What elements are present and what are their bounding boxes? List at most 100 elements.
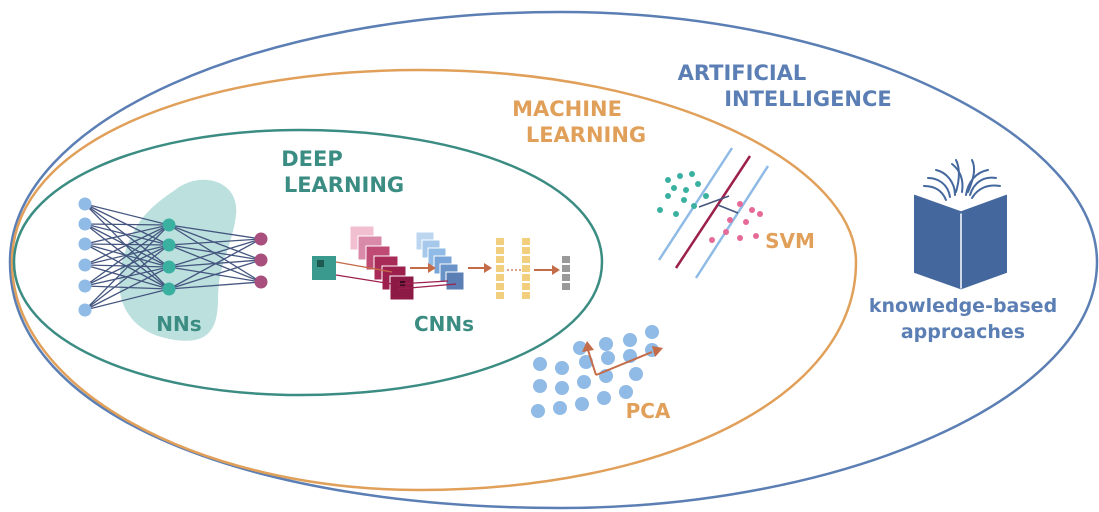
- nn-output-node: [254, 253, 268, 267]
- dl-label-line2: LEARNING: [284, 173, 404, 197]
- svm-class-b-point: [743, 219, 749, 225]
- nn-edge: [168, 259, 262, 290]
- svm-class-a-point: [695, 181, 701, 187]
- nn-edge: [84, 244, 170, 311]
- cnn-feature-unit: [496, 238, 504, 245]
- cnn-output-unit: [562, 265, 570, 272]
- cnn-connection-line: [335, 261, 393, 273]
- cnn-feature-unit: [522, 283, 530, 290]
- svm-support-link: [698, 195, 730, 208]
- svm-class-a-point: [681, 197, 687, 203]
- cnn-arrow: [410, 263, 436, 273]
- svm-hyperplane: [674, 155, 752, 269]
- svm-class-a-point: [691, 203, 697, 209]
- svm-class-a-point: [665, 193, 671, 199]
- nn-input-node: [78, 197, 92, 211]
- nn-edge: [84, 223, 170, 290]
- cnn-feature-unit: [522, 274, 530, 281]
- svm-icon: [657, 147, 770, 279]
- nn-nodes: [78, 197, 268, 317]
- ml-label-line2: LEARNING: [526, 123, 646, 147]
- svm-class-b-point: [709, 237, 715, 243]
- svm-points: [657, 171, 763, 243]
- pca-point: [645, 325, 659, 339]
- nn-hidden-node: [162, 260, 176, 274]
- svm-class-a-point: [689, 171, 695, 177]
- cnn-feature-unit: [496, 283, 504, 290]
- cnn-output-unit: [562, 256, 570, 263]
- nn-edge: [168, 281, 262, 290]
- ml-boundary: [10, 68, 858, 492]
- nn-edges: [84, 203, 262, 311]
- nn-edge: [84, 244, 170, 287]
- cnn-output-column: [562, 256, 570, 290]
- pca-points: [531, 325, 659, 418]
- nn-input-node: [78, 217, 92, 231]
- pca-label: PCA: [626, 399, 671, 423]
- cnn-feature-unit: [496, 292, 504, 299]
- cnn-input-square: [312, 256, 336, 280]
- pca-point: [533, 379, 547, 393]
- svm-label: SVM: [765, 229, 815, 253]
- cnn-feature-unit: [496, 256, 504, 263]
- nn-input-node: [78, 258, 92, 272]
- nn-edge: [84, 266, 170, 287]
- nns-label: NNs: [156, 312, 201, 336]
- cnns-label: CNNs: [414, 312, 474, 336]
- nn-edge: [84, 203, 170, 226]
- nn-edge: [84, 288, 170, 311]
- nn-edge: [84, 224, 170, 266]
- knowledge-based-label-line1: knowledge-based: [869, 295, 1057, 317]
- cnn-arrow: [468, 263, 492, 273]
- svm-class-a-point: [703, 193, 709, 199]
- nn-edge: [84, 223, 170, 226]
- pca-point: [623, 333, 637, 347]
- nn-edge: [84, 224, 170, 311]
- cnn-connection-line: [335, 274, 393, 285]
- cnn-feature-unit: [522, 292, 530, 299]
- cnn-feature-map: [445, 271, 465, 291]
- nn-input-node: [78, 237, 92, 251]
- cnn-output-unit: [562, 274, 570, 281]
- cnn-feature-unit: [522, 247, 530, 254]
- nn-input-node: [78, 279, 92, 293]
- nn-edge: [168, 238, 262, 268]
- ai-label-line2: INTELLIGENCE: [724, 87, 892, 111]
- nn-input-node: [78, 303, 92, 317]
- pca-point: [553, 401, 567, 415]
- svm-class-a-point: [665, 177, 671, 183]
- nn-hidden-node: [162, 282, 176, 296]
- cnn-feature-stack-blue: [415, 231, 465, 291]
- pca-icon: [531, 325, 663, 418]
- nn-edge: [84, 266, 170, 311]
- pca-point: [555, 381, 569, 395]
- convolutional-network-icon: [312, 225, 570, 301]
- svm-support-link: [717, 204, 739, 214]
- nn-output-node: [254, 275, 268, 289]
- svm-class-b-point: [753, 233, 759, 239]
- pca-point: [597, 391, 611, 405]
- cnn-feature-unit: [522, 265, 530, 272]
- svm-class-a-point: [673, 211, 679, 217]
- nn-edge: [84, 285, 170, 290]
- ml-label-line1: MACHINE: [512, 97, 622, 121]
- dl-label-line1: DEEP: [281, 147, 343, 171]
- svm-class-a-point: [657, 207, 663, 213]
- cnn-feature-unit: [496, 274, 504, 281]
- pca-point: [531, 404, 545, 418]
- svm-class-b-point: [723, 229, 729, 235]
- pca-component-arrow: [582, 341, 597, 376]
- pca-point: [533, 357, 547, 371]
- nn-edge: [168, 238, 262, 246]
- nn-edge: [168, 238, 262, 290]
- nn-hidden-node: [162, 238, 176, 252]
- cnn-arrow: [534, 265, 560, 275]
- cnn-output-unit: [562, 283, 570, 290]
- pca-point: [579, 355, 593, 369]
- cnn-feature-unit: [522, 238, 530, 245]
- cnn-connection-line: [397, 280, 449, 285]
- cnn-feature-unit: [496, 247, 504, 254]
- cnn-input-kernel: [317, 260, 324, 267]
- ai-boundary: [8, 10, 1099, 510]
